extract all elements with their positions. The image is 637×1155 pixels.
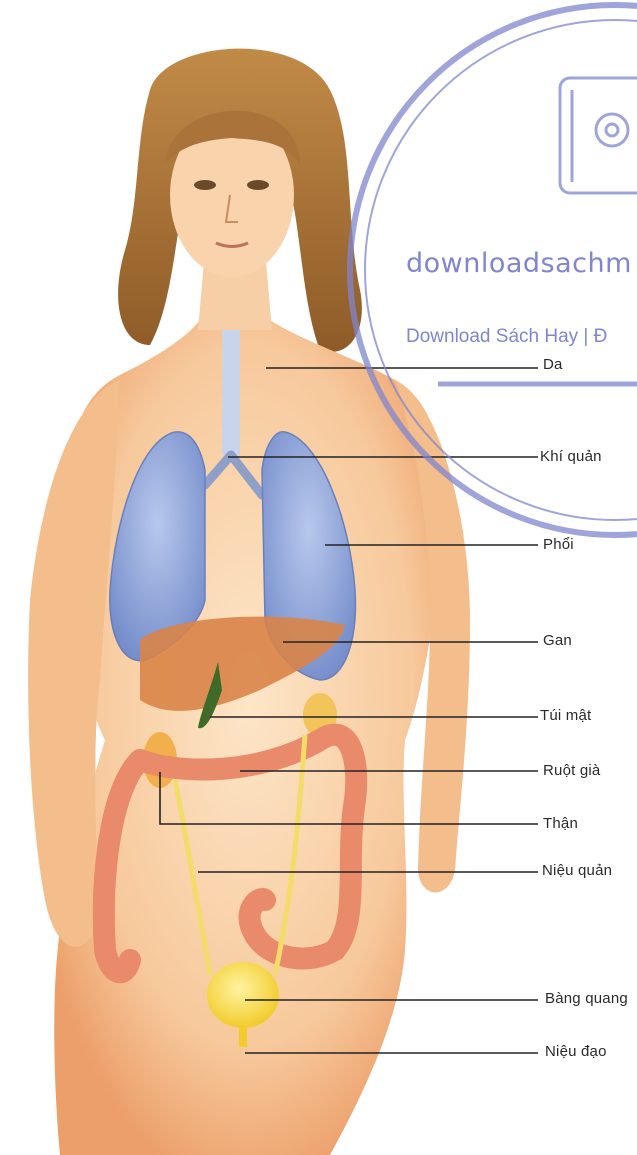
label-khi-quan: Khí quản [540,448,602,465]
bladder [207,962,279,1028]
label-gan: Gan [543,632,572,649]
label-bang-quang: Bàng quang [545,990,628,1007]
eye-left [194,180,216,190]
watermark-subtitle: Download Sách Hay | Đ [406,326,607,348]
label-ruot-gia: Ruột già [543,762,600,779]
watermark-title: downloadsachm [406,248,632,279]
label-da: Da [543,356,563,373]
label-nieu-dao: Niệu đạo [545,1043,607,1060]
at-sign-book-icon [560,78,637,193]
label-than: Thận [543,815,578,832]
eye-right [247,180,269,190]
label-tui-mat: Túi mật [540,707,591,724]
label-phoi: Phổi [543,536,574,553]
label-nieu-quan: Niệu quản [542,862,612,879]
urethra [239,1025,247,1047]
